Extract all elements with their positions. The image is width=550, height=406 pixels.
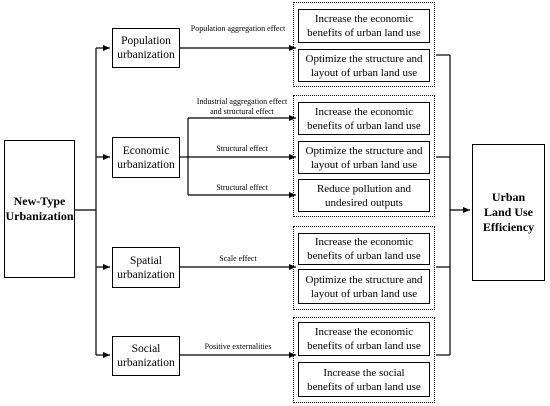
effect-label: Population aggregation effect [190,24,286,33]
outcome-box: Optimize the structure and layout of urb… [298,141,430,174]
outcome-box: Optimize the structure and layout of urb… [298,269,430,304]
dimension-label: Social urbanization [117,343,175,369]
dimension-spatial: Spatial urbanization [112,247,180,288]
outcome-box: Optimize the structure and layout of urb… [298,49,430,82]
outcome-box: Reduce pollution and undesired outputs [298,179,430,212]
dimension-economic: Economic urbanization [112,137,180,178]
target-label: Urban Land Use Efficiency [482,190,535,234]
dimension-label: Population urbanization [117,35,175,61]
effect-label: Scale effect [219,254,257,263]
outcome-group-population [293,2,435,87]
outcome-group-spatial [293,226,435,310]
dimension-label: Spatial urbanization [117,254,175,281]
effect-label: Positive externalities [204,342,272,351]
effect-label: Structural effect [216,183,268,192]
dimension-social: Social urbanization [112,336,180,376]
source-node: New-Type Urbanization [4,140,75,278]
dimension-population: Population urbanization [112,28,180,68]
outcome-box: Increase the economic benefits of urban … [298,102,430,135]
target-node: Urban Land Use Efficiency [472,144,545,281]
effect-label: Structural effect [216,144,268,153]
source-label: New-Type Urbanization [5,194,74,223]
outcome-box: Increase the economic benefits of urban … [298,322,430,356]
effect-label: Industrial aggregation effect and struct… [196,97,288,116]
dimension-label: Economic urbanization [117,144,175,171]
outcome-box: Increase the economic benefits of urban … [298,9,430,43]
outcome-group-economic [293,95,435,217]
outcome-box: Increase the economic benefits of urban … [298,233,430,265]
outcome-group-social [293,317,435,403]
outcome-box: Increase the social benefits of urban la… [298,362,430,397]
